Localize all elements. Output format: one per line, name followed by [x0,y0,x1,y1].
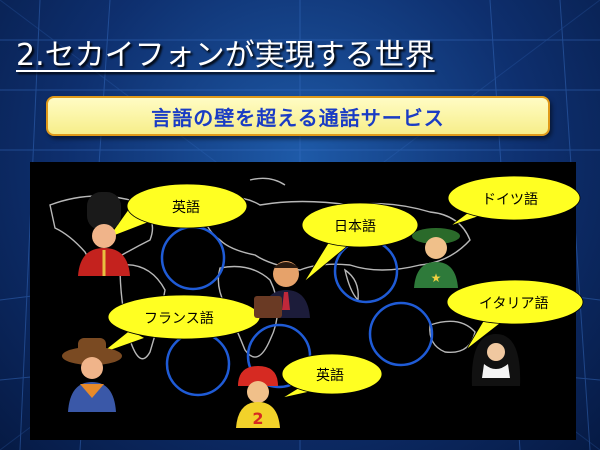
svg-text:★: ★ [431,271,442,285]
bubble-english-bottom [281,353,383,399]
banner-text: 言語の壁を超える通話サービス [151,105,445,130]
bubble-text-japanese: 日本語 [334,219,376,235]
bubble-french [99,294,261,355]
subtitle-banner: 言語の壁を超える通話サービス [46,96,550,136]
bubble-text-english-bottom: 英語 [316,368,344,384]
nun-icon [471,334,521,386]
soldier-icon: ★ [412,228,460,288]
cowboy-icon [62,338,122,412]
slide-title: 2.セカイフォンが実現する世界 [16,38,435,73]
circle-europe-west [160,225,226,291]
bubble-italian [446,279,584,351]
bubble-text-french: フランス語 [144,311,214,327]
businessman-icon [254,261,310,318]
royal-guard-icon [78,192,130,276]
bubble-german [447,175,581,227]
racer-icon: 2 [236,366,280,428]
circle-asia-east [333,238,399,304]
speech-bubbles [99,175,584,399]
circle-asia-south [368,301,434,367]
bubble-text-german: ドイツ語 [482,192,538,208]
circle-africa-west [165,331,231,397]
bubble-text-english-top: 英語 [172,200,200,216]
svg-text:2: 2 [252,409,263,428]
bubble-text-italian: イタリア語 [479,296,549,312]
bubble-japanese [301,202,419,283]
